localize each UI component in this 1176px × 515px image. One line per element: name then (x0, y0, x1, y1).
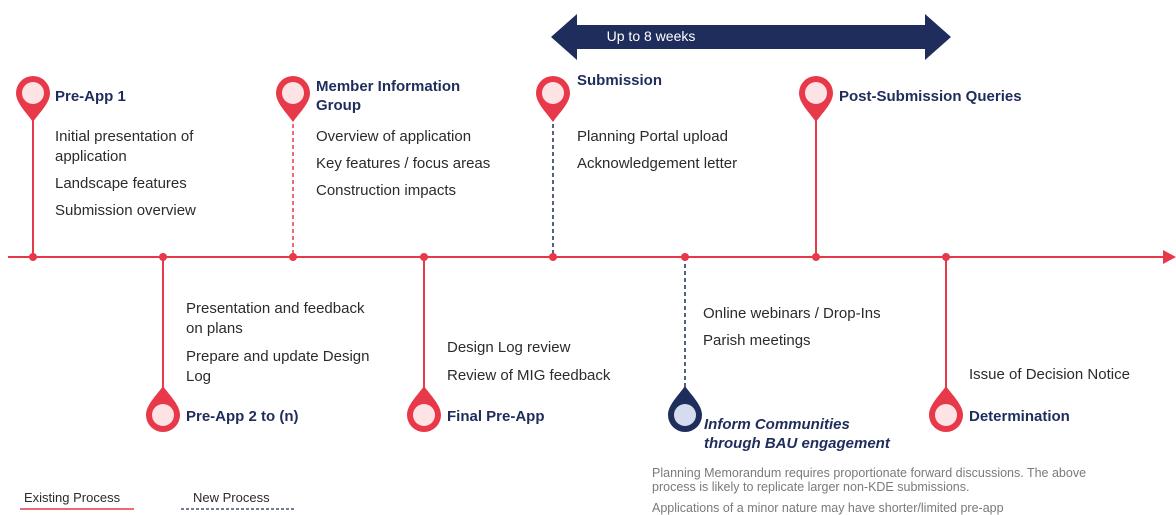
timeline-dot (681, 253, 689, 261)
stage-item: on plans (186, 320, 243, 337)
timeline-dot (549, 253, 557, 261)
stage-item: Design Log review (447, 339, 571, 356)
map-pin-icon (668, 386, 702, 432)
stage-title-inform-communities: Inform Communities (704, 416, 850, 433)
duration-arrow (551, 14, 951, 60)
stage-item: Landscape features (55, 175, 187, 192)
map-pin-icon (929, 386, 963, 432)
stage-item: Initial presentation of (55, 128, 194, 145)
footnote-line: process is likely to replicate larger no… (652, 480, 970, 494)
map-pin-icon (536, 76, 570, 122)
stage-item: Construction impacts (316, 182, 457, 199)
timeline-dot (29, 253, 37, 261)
map-pin-icon (16, 76, 50, 122)
map-pin-icon (146, 386, 180, 432)
stage-item: Acknowledgement letter (577, 155, 738, 172)
stage-item: Submission overview (55, 202, 196, 219)
timeline-dot (942, 253, 950, 261)
legend-existing-label: Existing Process (24, 490, 121, 505)
timeline-dot (420, 253, 428, 261)
stage-title-inform-communities: through BAU engagement (704, 435, 890, 452)
stage-item: Presentation and feedback (186, 300, 365, 317)
stage-item: application (55, 148, 127, 165)
timeline-dot (812, 253, 820, 261)
map-pin-icon (407, 386, 441, 432)
map-pin-icon (799, 76, 833, 122)
stage-item: Overview of application (316, 128, 472, 145)
stage-title-pre-app-1: Pre-App 1 (55, 88, 126, 105)
duration-label: Up to 8 weeks (606, 28, 696, 44)
map-pin-icon (276, 76, 310, 122)
stage-item: Online webinars / Drop-Ins (703, 305, 881, 322)
stage-item: Log (186, 368, 212, 385)
footnote-line: Planning Memorandum requires proportiona… (652, 466, 1087, 480)
footnote-line: Applications of a minor nature may have … (652, 501, 1004, 515)
stage-item: Prepare and update Design (186, 348, 370, 365)
stage-item: Planning Portal upload (577, 128, 728, 145)
stage-item: Key features / focus areas (316, 155, 491, 172)
timeline-arrowhead (1163, 250, 1176, 264)
stage-title-final-pre-app: Final Pre-App (447, 408, 545, 425)
timeline-dot (159, 253, 167, 261)
stage-item: Review of MIG feedback (447, 367, 611, 384)
stage-title-pre-app-2: Pre-App 2 to (n) (186, 408, 299, 425)
stage-title-post-submission: Post-Submission Queries (839, 88, 1022, 105)
stage-title-determination: Determination (969, 408, 1070, 425)
stage-title-mig: Member Information (316, 78, 461, 95)
stage-item: Parish meetings (703, 332, 811, 349)
legend-new-label: New Process (193, 490, 270, 505)
stage-title-submission: Submission (577, 72, 663, 89)
stage-title-mig: Group (316, 97, 361, 114)
stage-item: Issue of Decision Notice (969, 366, 1130, 383)
timeline-dot (289, 253, 297, 261)
